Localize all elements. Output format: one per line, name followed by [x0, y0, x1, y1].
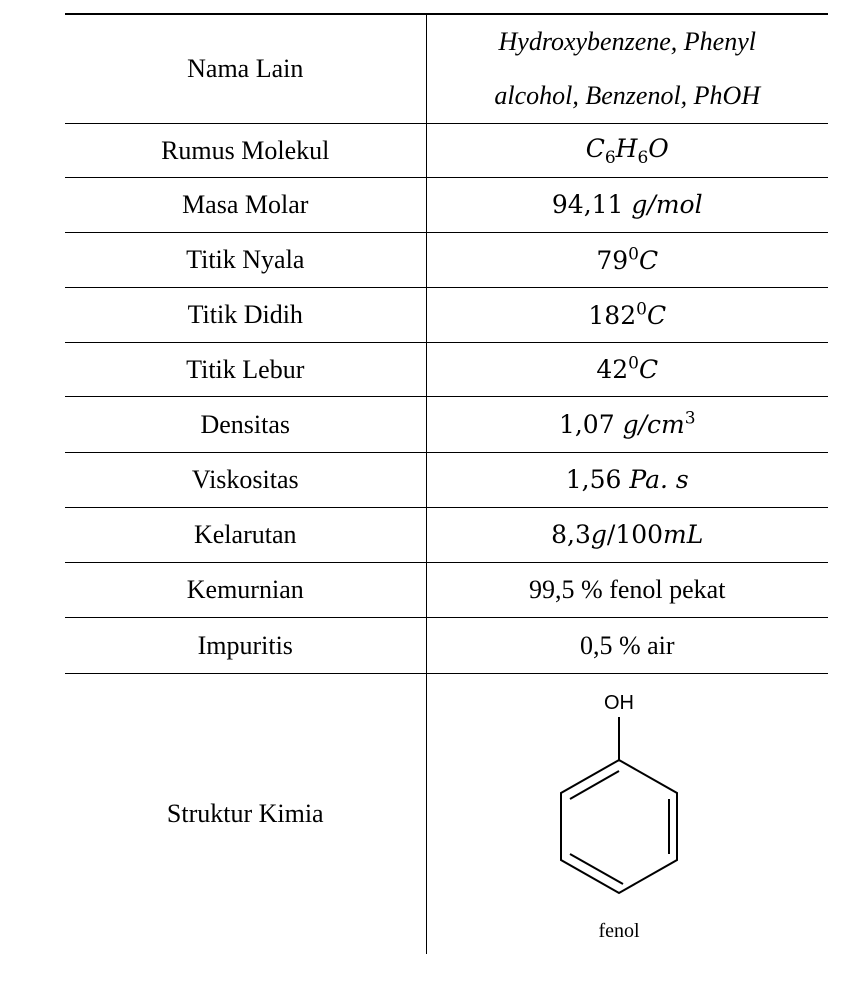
row-label-nama-lain: Nama Lain [65, 13, 426, 124]
row-value-densitas: 1,07 g/cm3 [425, 396, 828, 453]
table-row: Struktur Kimia OH fenol [65, 673, 828, 954]
structure-caption: fenol [599, 920, 641, 942]
nama-lain-line-2: alcohol, Benzenol, PhOH [494, 81, 761, 110]
row-label-densitas: Densitas [65, 396, 426, 453]
row-value-struktur-kimia: OH fenol [425, 673, 828, 954]
row-label-impuritis: Impuritis [65, 617, 426, 674]
table-row: Kemurnian 99,5 % fenol pekat [65, 562, 828, 618]
table-row: Kelarutan 8,3g/100mL [65, 507, 828, 563]
table-row: Impuritis 0,5 % air [65, 617, 828, 674]
row-label-titik-didih: Titik Didih [65, 287, 426, 343]
double-bond-bottom [569, 852, 624, 885]
table-row: Titik Didih 1820C [65, 287, 828, 343]
row-label-masa-molar: Masa Molar [65, 177, 426, 233]
table-row: Titik Lebur 420C [65, 342, 828, 397]
table-row: Masa Molar 94,11 g/mol [65, 177, 828, 233]
molecular-formula: C6H6O [585, 133, 669, 168]
row-label-titik-nyala: Titik Nyala [65, 232, 426, 288]
nama-lain-line-1: Hydroxybenzene, Phenyl [498, 27, 756, 56]
ring-hexagon [560, 758, 679, 894]
row-label-kelarutan: Kelarutan [65, 507, 426, 563]
row-value-titik-lebur: 420C [425, 342, 828, 397]
row-label-struktur-kimia: Struktur Kimia [166, 799, 324, 829]
row-value-kemurnian: 99,5 % fenol pekat [425, 562, 828, 618]
row-label-rumus-molekul: Rumus Molekul [65, 123, 426, 178]
row-value-kelarutan: 8,3g/100mL [425, 507, 828, 563]
row-value-viskositas: 1,56 Pa. s [425, 452, 828, 508]
row-label-kemurnian: Kemurnian [65, 562, 426, 618]
oh-label: OH [604, 692, 634, 714]
table-row: Densitas 1,07 g/cm3 [65, 396, 828, 453]
phenol-structure-diagram: OH fenol [560, 692, 679, 942]
row-value-titik-didih: 1820C [425, 287, 828, 343]
row-value-titik-nyala: 790C [425, 232, 828, 288]
row-value-impuritis: 0,5 % air [425, 617, 828, 674]
row-label-viskositas: Viskositas [65, 452, 426, 508]
row-value-rumus-molekul: C6H6O [425, 123, 828, 178]
properties-table: Nama Lain Hydroxybenzene, Phenyl alcohol… [65, 13, 828, 954]
benzene-ring [560, 716, 679, 894]
row-value-nama-lain: Hydroxybenzene, Phenyl alcohol, Benzenol… [425, 13, 828, 124]
table-row: Titik Nyala 790C [65, 232, 828, 288]
table-row: Rumus Molekul C6H6O [65, 123, 828, 178]
table-row: Viskositas 1,56 Pa. s [65, 452, 828, 508]
table-row: Nama Lain Hydroxybenzene, Phenyl alcohol… [65, 13, 828, 124]
double-bond-left [569, 769, 620, 800]
row-label-titik-lebur: Titik Lebur [65, 342, 426, 397]
row-value-masa-molar: 94,11 g/mol [425, 177, 828, 233]
